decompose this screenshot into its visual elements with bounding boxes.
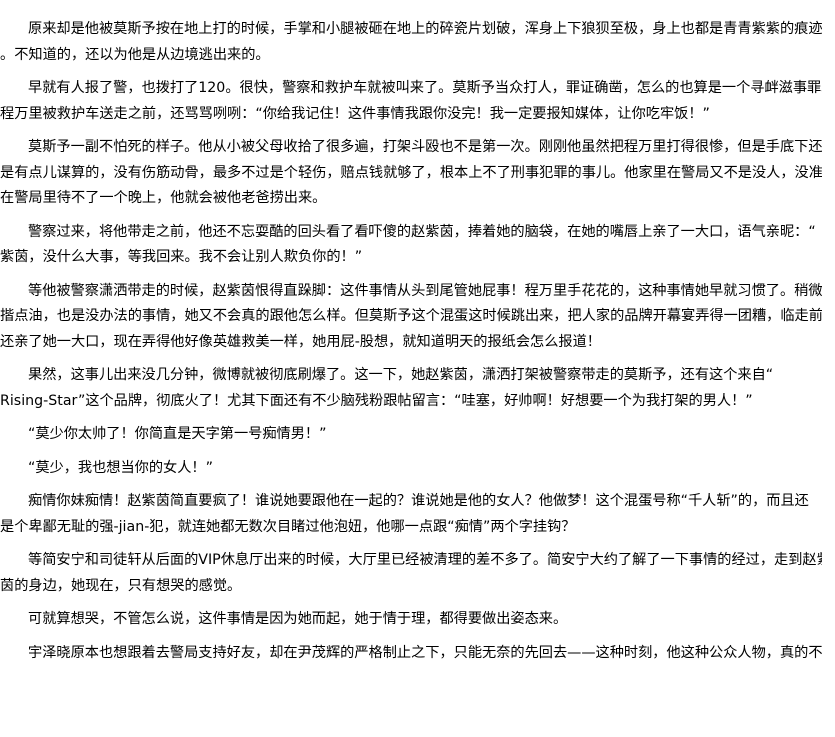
paragraph: 宇泽晓原本也想跟着去警局支持好友，却在尹茂辉的严格制止之下，只能无奈的先回去——… xyxy=(0,641,822,667)
paragraph: 痴情你妹痴情！赵紫茵简直要疯了！谁说她要跟他在一起的？谁说她是他的女人？他做梦！… xyxy=(0,489,822,540)
text-line: 是有点儿谋算的，没有伤筋动骨，最多不过是个轻伤，赔点钱就够了，根本上不了刑事犯罪… xyxy=(0,164,822,181)
text-line: 等他被警察潇洒带走的时候，赵紫茵恨得直跺脚：这件事情从头到尾管她屁事！程万里手花… xyxy=(28,282,822,299)
text-line: 原来却是他被莫斯予按在地上打的时候，手掌和小腿被砸在地上的碎瓷片划破，浑身上下狼… xyxy=(28,21,822,37)
text-line: 等简安宁和司徒轩从后面的VIP休息厅出来的时候，大厅里已经被清理的差不多了。简安… xyxy=(28,552,822,568)
text-line: 还亲了她一大口，现在弄得他好像英雄救美一样，她用屁-股想，就知道明天的报纸会怎么… xyxy=(0,333,601,350)
paragraph: 原来却是他被莫斯予按在地上打的时候，手掌和小腿被砸在地上的碎瓷片划破，浑身上下狼… xyxy=(0,17,822,68)
paragraph: 警察过来，将他带走之前，他还不忘耍酷的回头看了看吓傻的赵紫茵，捧着她的脑袋，在她… xyxy=(0,220,822,271)
text-line: 宇泽晓原本也想跟着去警局支持好友，却在尹茂辉的严格制止之下，只能无奈的先回去——… xyxy=(28,644,822,661)
paragraph: “莫少你太帅了！你简直是天字第一号痴情男！” xyxy=(0,422,822,448)
text-line: 可就算想哭，不管怎么说，这件事情是因为她而起，她于情于理，都得要做出姿态来。 xyxy=(28,611,568,627)
paragraph: 莫斯予一副不怕死的样子。他从小被父母收拾了很多遍，打架斗殴也不是第一次。刚刚他虽… xyxy=(0,135,822,212)
document-body: 原来却是他被莫斯予按在地上打的时候，手掌和小腿被砸在地上的碎瓷片划破，浑身上下狼… xyxy=(0,17,822,674)
paragraph: 早就有人报了警，也拨打了120。很快，警察和救护车就被叫来了。莫斯予当众打人，罪… xyxy=(0,76,822,127)
paragraph: 等他被警察潇洒带走的时候，赵紫茵恨得直跺脚：这件事情从头到尾管她屁事！程万里手花… xyxy=(0,279,822,356)
text-line: 早就有人报了警，也拨打了120。很快，警察和救护车就被叫来了。莫斯予当众打人，罪… xyxy=(28,80,822,96)
text-line: “莫少你太帅了！你简直是天字第一号痴情男！” xyxy=(28,426,327,442)
text-line: 程万里被救护车送走之前，还骂骂咧咧：“你给我记住！这件事情我跟你没完！我一定要报… xyxy=(0,105,710,122)
text-line: 揩点油，也是没办法的事情，她又不会真的跟他怎么样。但莫斯予这个混蛋这时候跳出来，… xyxy=(0,308,822,324)
text-line: 莫斯予一副不怕死的样子。他从小被父母收拾了很多遍，打架斗殴也不是第一次。刚刚他虽… xyxy=(28,139,822,155)
text-line: 在警局里待不了一个晚上，他就会被他老爸捞出来。 xyxy=(0,190,327,206)
text-line: 警察过来，将他带走之前，他还不忘耍酷的回头看了看吓傻的赵紫茵，捧着她的脑袋，在她… xyxy=(28,223,816,240)
paragraph: “莫少，我也想当你的女人！” xyxy=(0,456,822,482)
text-line: 茵的身边，她现在，只有想哭的感觉。 xyxy=(0,577,242,594)
paragraph: 可就算想哭，不管怎么说，这件事情是因为她而起，她于情于理，都得要做出姿态来。 xyxy=(0,607,822,633)
text-line: “莫少，我也想当你的女人！” xyxy=(28,459,213,476)
text-line: 紫茵，没什么大事，等我回来。我不会让别人欺负你的！” xyxy=(0,249,363,265)
text-line: 是个卑鄙无耻的强-jian-犯，就连她都无数次目睹过他泡妞，他哪一点跟“痴情”两… xyxy=(0,518,576,535)
text-line: 痴情你妹痴情！赵紫茵简直要疯了！谁说她要跟他在一起的？谁说她是他的女人？他做梦！… xyxy=(28,493,809,509)
text-line: 。不知道的，还以为他是从边境逃出来的。 xyxy=(0,46,270,63)
text-line: 果然，这事儿出来没几分钟，微博就被彻底刷爆了。这一下，她赵紫茵，潇洒打架被警察带… xyxy=(28,367,774,383)
text-line: Rising-Star”这个品牌，彻底火了！尤其下面还有不少脑残粉跟帖留言：“哇… xyxy=(0,392,753,409)
paragraph: 果然，这事儿出来没几分钟，微博就被彻底刷爆了。这一下，她赵紫茵，潇洒打架被警察带… xyxy=(0,363,822,414)
paragraph: 等简安宁和司徒轩从后面的VIP休息厅出来的时候，大厅里已经被清理的差不多了。简安… xyxy=(0,548,822,599)
